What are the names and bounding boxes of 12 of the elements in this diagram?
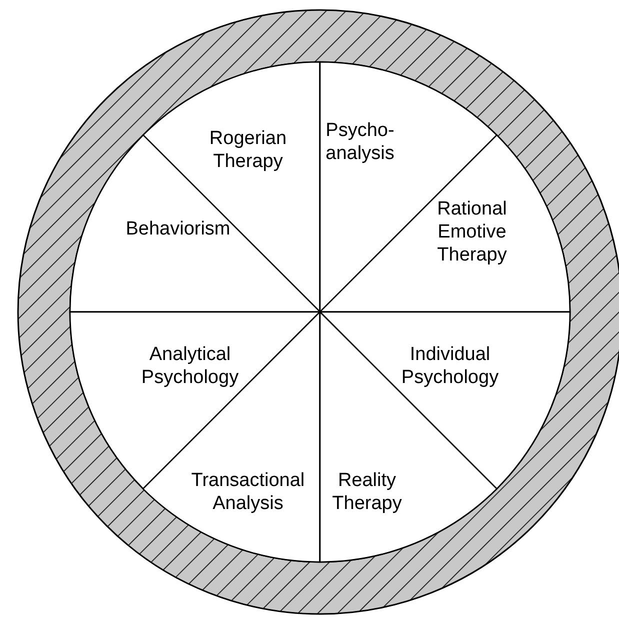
sector-label: Psycho-analysis (324, 119, 396, 165)
sector-label: Rational Emotive Therapy (436, 197, 508, 266)
sector-label: Behaviorism (124, 217, 232, 240)
pie-sector (70, 312, 320, 489)
sector-label: Transactional Analysis (190, 469, 306, 515)
sector-label: Individual Psychology (400, 343, 500, 389)
pie-sector (320, 312, 497, 562)
sector-label: Analytical Psychology (140, 343, 240, 389)
pie-sector (320, 312, 570, 489)
pie-sector (143, 312, 320, 562)
sector-label: Reality Therapy (331, 469, 403, 515)
sector-label: Rogerian Therapy (208, 127, 288, 173)
